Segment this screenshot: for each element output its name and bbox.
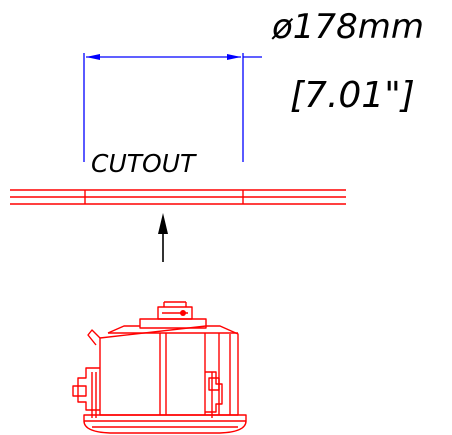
dimension-arrow-right bbox=[227, 54, 241, 60]
ceiling-speaker bbox=[72, 301, 247, 434]
left-clamp bbox=[77, 329, 101, 411]
dimension-metric-label: ø178mm bbox=[271, 7, 424, 47]
right-clamp-block bbox=[208, 377, 220, 391]
arrow-head bbox=[158, 213, 168, 234]
cutout-dimension bbox=[83, 53, 262, 162]
speaker-grille bbox=[83, 420, 247, 434]
install-direction-arrow bbox=[158, 213, 168, 262]
dimension-imperial-label: [7.01"] bbox=[290, 75, 415, 116]
top-plate bbox=[139, 318, 207, 329]
speaker-flange bbox=[83, 414, 247, 422]
dimension-arrow-left bbox=[86, 54, 100, 60]
speaker-can bbox=[99, 325, 239, 416]
cutout-label: CUTOUT bbox=[91, 149, 197, 178]
ceiling-panel bbox=[10, 189, 346, 205]
right-clamp bbox=[205, 371, 223, 413]
bracket-screw bbox=[180, 310, 186, 316]
left-clamp-block bbox=[72, 385, 87, 397]
